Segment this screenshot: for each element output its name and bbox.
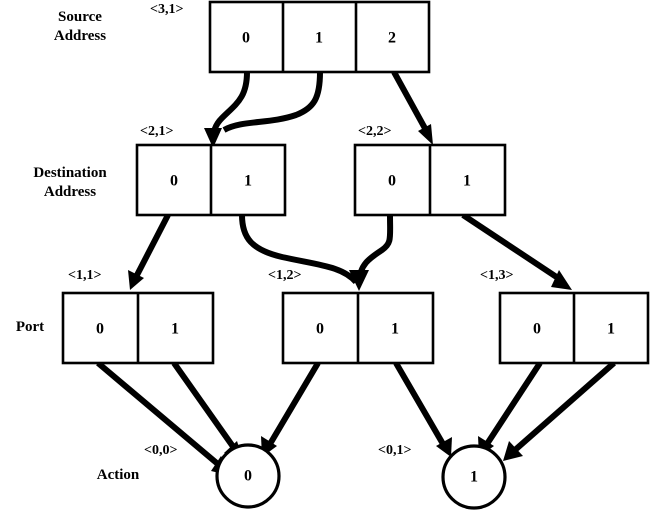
arrow-head-icon <box>128 270 144 290</box>
node-dest-1[interactable]: 0 1 <box>135 143 287 217</box>
node-tag-dest-2: <2,2> <box>358 124 392 139</box>
arrow-head-icon <box>418 124 433 145</box>
cell-value: 0 <box>388 173 396 190</box>
node-dest-2[interactable]: 0 1 <box>353 143 507 217</box>
node-tag-action-1: <0,1> <box>378 443 412 458</box>
cell-value: 1 <box>315 30 323 47</box>
node-port-1[interactable]: 0 1 <box>61 291 215 365</box>
row-label-action: Action <box>96 467 140 483</box>
cell-value: 1 <box>391 321 399 338</box>
node-source-1[interactable]: 0 1 2 <box>208 0 431 74</box>
edge-source1-cell0-to-dest1 <box>204 71 250 148</box>
arrow-head-icon <box>349 270 369 291</box>
edge-dest1-cell0-to-port1 <box>128 213 171 290</box>
node-port-3[interactable]: 0 1 <box>498 291 650 365</box>
node-port-2[interactable]: 0 1 <box>281 291 435 365</box>
cell-value: 0 <box>244 468 252 485</box>
edge-dest2-cell1-to-port3 <box>461 212 572 290</box>
arrow-head-icon <box>204 128 222 148</box>
row-label-port: Port <box>15 319 45 335</box>
edge-port2-cell1-to-action1 <box>393 361 452 457</box>
edge-source1-cell2-to-dest2 <box>391 70 433 145</box>
node-tag-port-2: <1,2> <box>268 268 302 283</box>
node-tag-port-3: <1,3> <box>480 268 514 283</box>
cell-value: 0 <box>170 173 178 190</box>
node-action-1[interactable]: 1 <box>441 444 507 510</box>
cell-value: 1 <box>171 321 179 338</box>
node-tag-dest-1: <2,1> <box>140 124 174 139</box>
edge-dest1-cell1-to-port2 <box>239 214 359 285</box>
edge-source1-cell1-to-dest1 <box>222 71 323 133</box>
cell-value: 0 <box>533 321 541 338</box>
node-tag-port-1: <1,1> <box>68 268 102 283</box>
edge-dest2-cell0-to-port2 <box>349 214 394 291</box>
arrow-head-icon <box>503 441 523 461</box>
row-label-source-address: Source Address <box>53 9 107 44</box>
node-action-0[interactable]: 0 <box>215 443 281 509</box>
cell-value: 0 <box>242 30 250 47</box>
node-tag-action-0: <0,0> <box>144 443 178 458</box>
cell-value: 1 <box>470 469 478 486</box>
arrow-head-icon <box>436 437 452 457</box>
cell-value: 0 <box>96 321 104 338</box>
cell-value: 2 <box>388 30 396 47</box>
arrow-head-icon <box>551 270 572 290</box>
cell-value: 1 <box>244 173 252 190</box>
cell-value: 0 <box>316 321 324 338</box>
node-tag-source-1: <3,1> <box>150 2 184 17</box>
cell-value: 1 <box>607 321 615 338</box>
cell-value: 1 <box>463 173 471 190</box>
edge-port3-cell1-to-action1 <box>503 360 616 461</box>
row-label-destination-address: Destination Address <box>33 165 107 200</box>
